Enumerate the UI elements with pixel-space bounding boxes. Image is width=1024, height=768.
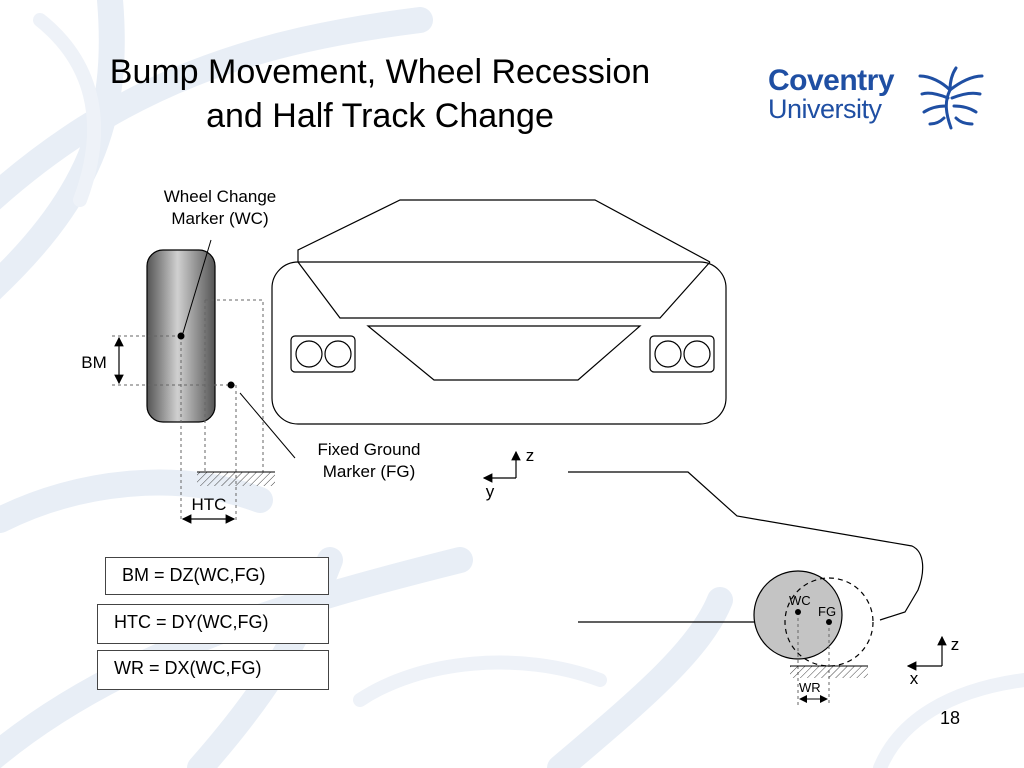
- title-line-1: Bump Movement, Wheel Recession: [109, 53, 651, 91]
- fg-marker-dot: [227, 381, 235, 389]
- wc-leader-line: [182, 239, 212, 334]
- wheel-side-view-displaced: [784, 577, 874, 667]
- car-rear-body: [271, 199, 727, 425]
- formula-box-wr: WR = DX(WC,FG): [97, 650, 329, 690]
- left-tail-lights: [290, 335, 356, 373]
- wc-marker-dot: [177, 332, 185, 340]
- logo-text-line-2: University: [768, 94, 882, 124]
- wc-label-line-1: Wheel Change: [163, 187, 277, 206]
- fg-marker-side: [826, 619, 832, 625]
- axis-x-label-side: x: [909, 669, 919, 688]
- fg-label-line-1: Fixed Ground: [317, 440, 421, 459]
- wc-label-line-2: Marker (WC): [171, 209, 269, 228]
- page-number: 18: [940, 708, 961, 728]
- formula-box-htc: HTC = DY(WC,FG): [97, 604, 329, 644]
- wc-marker-side: [795, 609, 801, 615]
- htc-label: HTC: [191, 495, 227, 514]
- formula-box-bm: BM = DZ(WC,FG): [105, 557, 329, 595]
- axes-side-view: [906, 635, 947, 671]
- wc-label-side: WC: [789, 593, 811, 608]
- axis-z-label-side: z: [950, 635, 960, 654]
- side-view-guides: [797, 612, 830, 706]
- reference-guides: [112, 299, 264, 520]
- car-side-view-outline: [568, 471, 924, 623]
- phoenix-logo-icon: [918, 66, 984, 130]
- slide-title: Bump Movement, Wheel Recession and Half …: [40, 50, 720, 138]
- ground-hatch-front: [197, 472, 275, 486]
- university-logo: Coventry University: [768, 64, 918, 124]
- fg-label: Fixed Ground Marker (FG): [282, 439, 456, 483]
- axes-front-view: [482, 450, 521, 483]
- wr-label-side: WR: [799, 680, 821, 695]
- logo-text-line-1: Coventry: [768, 64, 895, 97]
- fg-label-side: FG: [818, 604, 837, 619]
- fg-leader-line: [239, 392, 296, 459]
- axis-z-label-front: z: [525, 446, 535, 465]
- bm-label: BM: [81, 353, 107, 372]
- ground-hatch-side: [790, 666, 868, 678]
- right-tail-lights: [649, 335, 715, 373]
- axis-y-label-front: y: [485, 482, 495, 501]
- title-line-2: and Half Track Change: [206, 97, 554, 135]
- fg-label-line-2: Marker (FG): [322, 462, 416, 481]
- wc-label: Wheel Change Marker (WC): [130, 186, 310, 230]
